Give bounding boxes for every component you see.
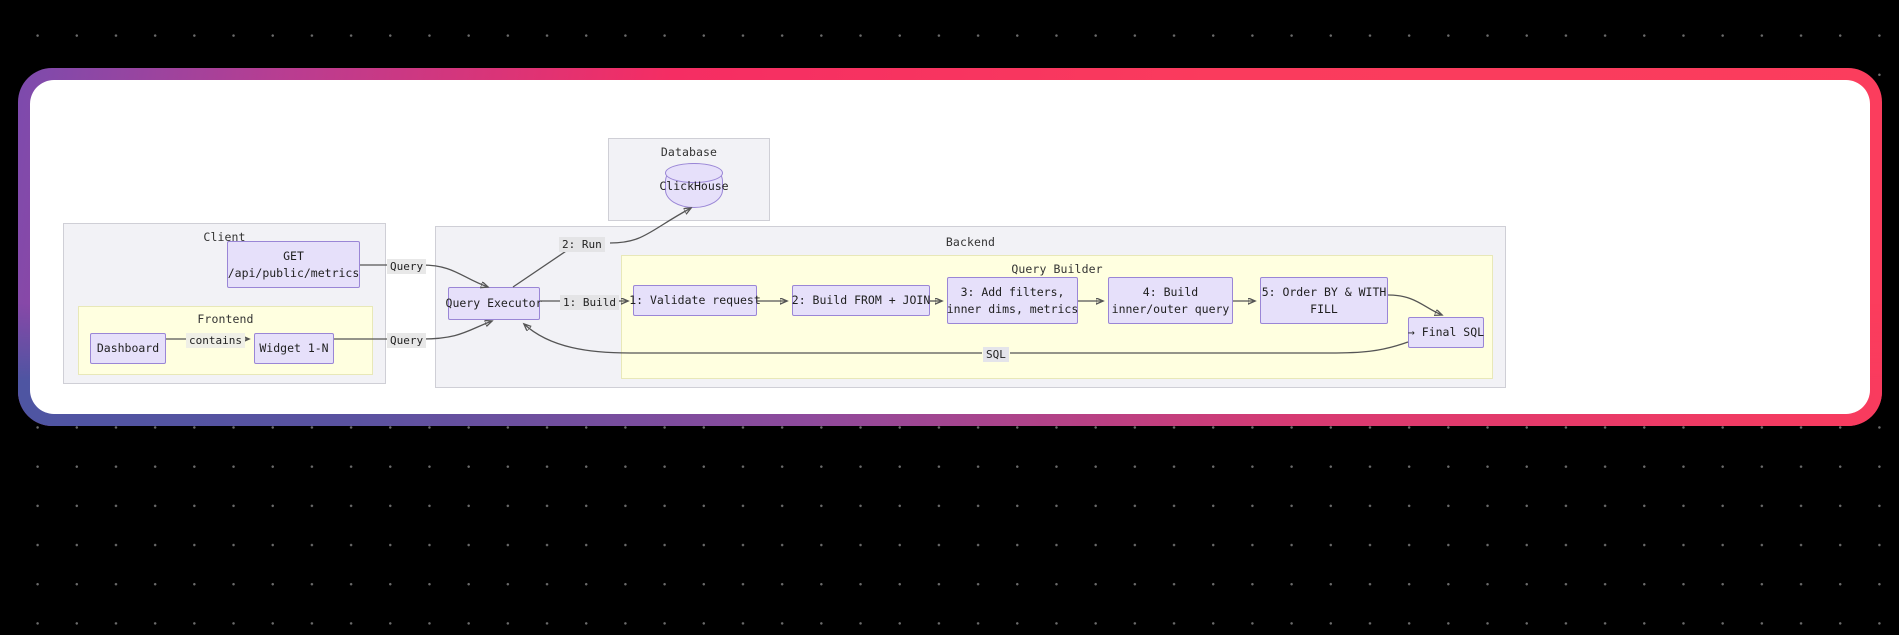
node-step-5[interactable]: 5: Order BY & WITH FILL — [1260, 277, 1388, 324]
node-step-1-label: 1: Validate request — [629, 293, 761, 307]
node-query-executor[interactable]: Query Executor — [445, 287, 543, 320]
node-step-5-line-2: FILL — [1310, 301, 1338, 316]
node-step-3[interactable]: 3: Add filters, inner dims, metrics — [947, 277, 1078, 324]
node-final-sql[interactable]: → Final SQL — [1408, 317, 1484, 348]
edge-label-build: 1: Build — [560, 295, 619, 310]
edge-label-query-bottom: Query — [387, 333, 427, 348]
node-get-metrics-line-2: /api/public/metrics — [227, 265, 360, 280]
node-query-executor-label: Query Executor — [445, 296, 543, 310]
node-widget-label: Widget 1-N — [259, 341, 329, 355]
node-step-2[interactable]: 2: Build FROM + JOIN — [792, 285, 930, 316]
edge-label-contains: contains — [186, 333, 245, 348]
edge-label-sql: SQL — [983, 347, 1009, 362]
gradient-frame: Database ClickHouse Client GET /api/publ… — [18, 68, 1882, 426]
node-step-4-line-2: inner/outer query — [1111, 301, 1230, 316]
group-backend-title: Backend — [945, 235, 996, 249]
group-client-title: Client — [203, 230, 246, 244]
node-step-5-line-1: 5: Order BY & WITH — [1261, 284, 1387, 299]
node-get-metrics-line-1: GET — [283, 248, 304, 263]
node-step-4-line-1: 4: Build — [1142, 284, 1199, 299]
node-step-3-line-1: 3: Add filters, — [960, 284, 1065, 299]
node-step-3-line-2: inner dims, metrics — [946, 301, 1079, 316]
node-step-2-label: 2: Build FROM + JOIN — [791, 293, 931, 307]
node-dashboard-label: Dashboard — [96, 341, 160, 355]
diagram-canvas: Database ClickHouse Client GET /api/publ… — [30, 80, 1870, 414]
node-step-1[interactable]: 1: Validate request — [629, 285, 761, 316]
node-get-metrics[interactable]: GET /api/public/metrics — [227, 241, 360, 288]
node-clickhouse-label: ClickHouse — [659, 178, 729, 193]
node-clickhouse[interactable]: ClickHouse — [659, 163, 729, 208]
edge-label-query-top: Query — [387, 259, 427, 274]
node-widget[interactable]: Widget 1-N — [254, 333, 334, 364]
group-query-builder-title: Query Builder — [1011, 262, 1103, 276]
group-frontend-title: Frontend — [197, 312, 254, 326]
node-step-4[interactable]: 4: Build inner/outer query — [1108, 277, 1233, 324]
edge-label-run: 2: Run — [559, 237, 605, 252]
group-database-title: Database — [660, 145, 718, 159]
diagram-surface: Database ClickHouse Client GET /api/publ… — [30, 80, 1870, 414]
node-final-sql-label: → Final SQL — [1407, 325, 1485, 339]
node-dashboard[interactable]: Dashboard — [90, 333, 166, 364]
